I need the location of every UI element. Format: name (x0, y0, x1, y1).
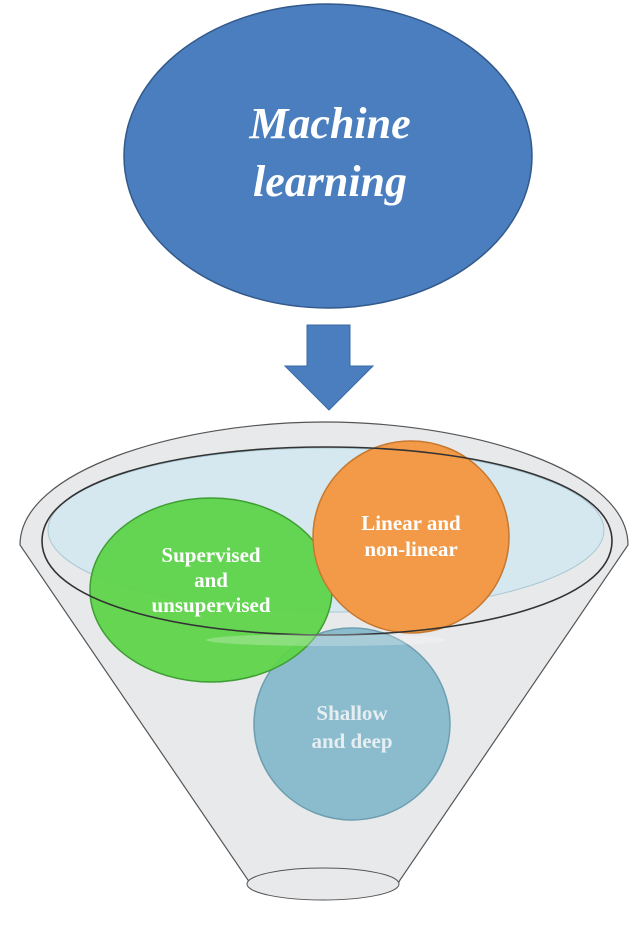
linear-line-1: Linear and (361, 511, 461, 535)
supervised-line-2: and (194, 568, 228, 592)
machine-learning-ellipse (123, 3, 533, 309)
linear-circle (312, 440, 510, 634)
supervised-line-1: Supervised (161, 543, 261, 567)
title-line-2: learning (253, 157, 407, 206)
shallow-line-2: and deep (311, 729, 392, 753)
shallow-deep-circle (253, 627, 451, 821)
shallow-line-1: Shallow (316, 701, 388, 725)
supervised-line-3: unsupervised (151, 593, 270, 617)
funnel-rim-lower (41, 446, 613, 636)
funnel-bottom (246, 867, 400, 901)
linear-line-2: non-linear (364, 537, 457, 561)
title-line-1: Machine (248, 99, 410, 148)
funnel-rim-shade (206, 634, 446, 646)
down-arrow-icon (283, 324, 375, 411)
